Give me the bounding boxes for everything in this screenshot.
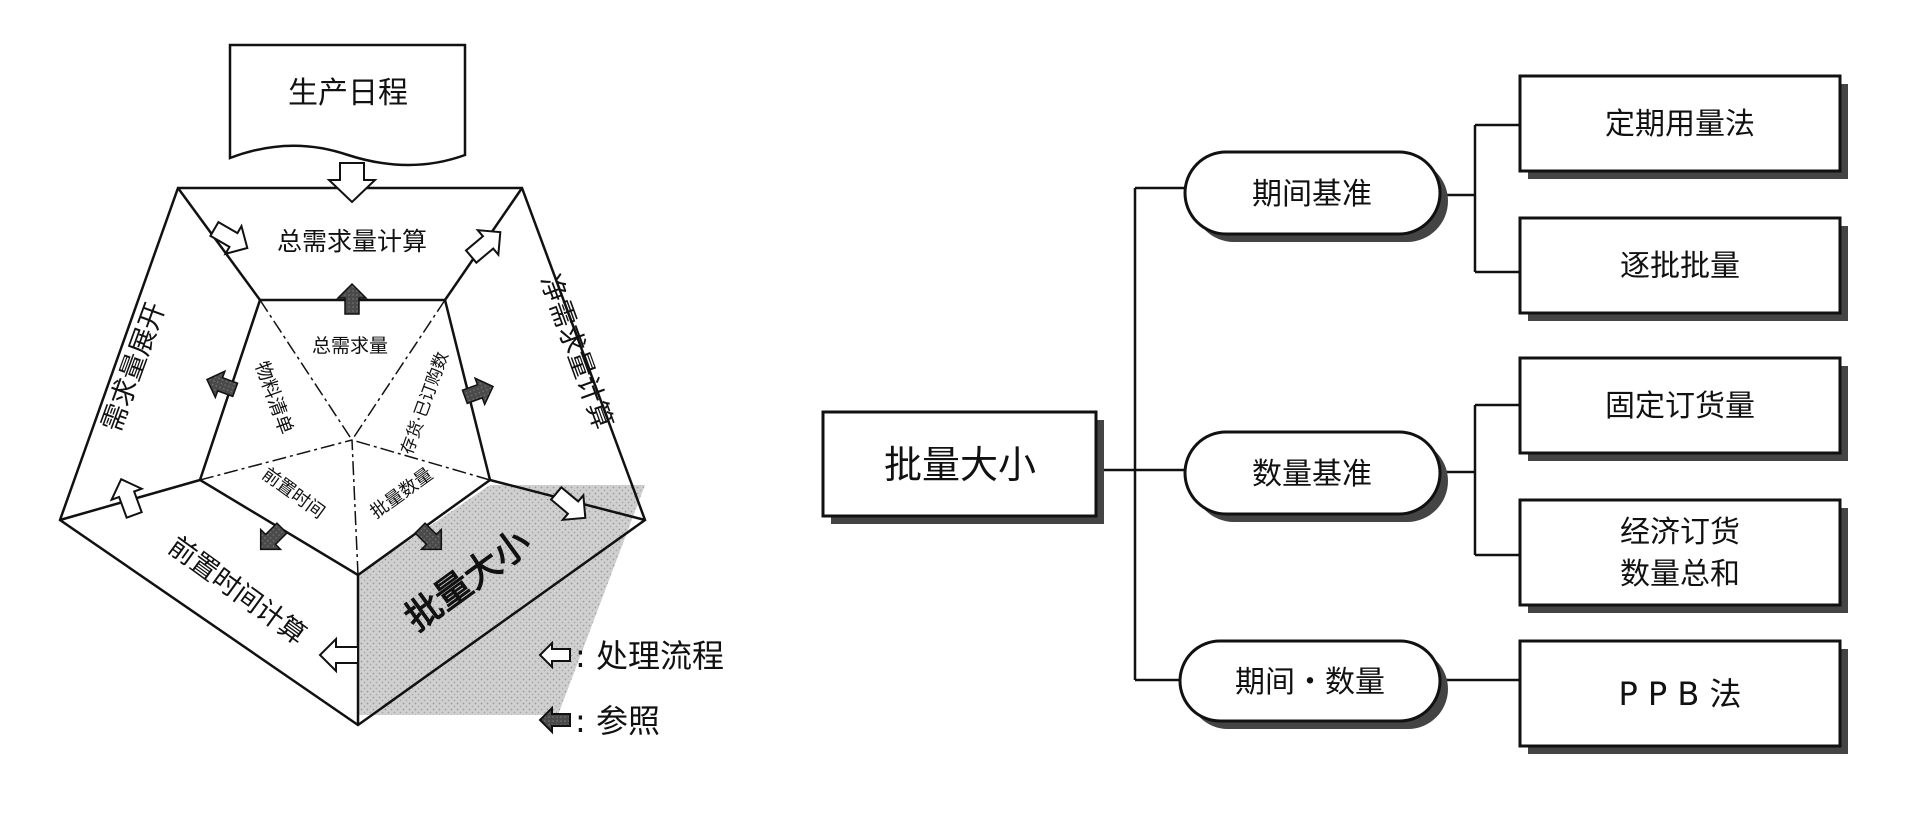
reference-arrow-icon bbox=[461, 376, 495, 407]
reference-arrow-icon bbox=[414, 522, 443, 551]
schedule-down-arrow-icon bbox=[326, 162, 378, 204]
fixed-period-label: 定期用量法 bbox=[1605, 107, 1755, 142]
period-basis-label: 期间基准 bbox=[1252, 177, 1372, 212]
lot-for-lot-box bbox=[1518, 216, 1842, 315]
process-flow-legend-icon bbox=[538, 640, 571, 670]
reference-arrow-icon bbox=[336, 282, 368, 315]
schedule-label: 生产日程 bbox=[288, 76, 408, 111]
process-arrows bbox=[109, 220, 587, 674]
fixed-order-box bbox=[1518, 356, 1842, 455]
lot-size-tree: 批量大小 期间基准 数量基准 期间・数量 定期用量法 逐批批量 固定订货量 经济… bbox=[821, 74, 1844, 750]
root-label: 批量大小 bbox=[884, 443, 1036, 487]
legend: : 处理流程 : 参照 bbox=[538, 637, 724, 740]
period-basis-box bbox=[1183, 150, 1442, 236]
eoq-label-line1: 经济订货 bbox=[1620, 515, 1740, 550]
period-quantity-label: 期间・数量 bbox=[1235, 665, 1385, 700]
tree-connectors bbox=[1100, 123, 1520, 682]
gross-calc-label: 总需求量计算 bbox=[277, 227, 427, 256]
schedule-document bbox=[228, 43, 467, 167]
lot-for-lot-label: 逐批批量 bbox=[1620, 249, 1740, 284]
eoq-box bbox=[1518, 498, 1842, 607]
fixed-order-label: 固定订货量 bbox=[1605, 389, 1755, 424]
process-arrow-icon bbox=[109, 477, 145, 519]
process-arrow-icon bbox=[549, 485, 587, 522]
ppb-box bbox=[1518, 639, 1842, 748]
quantity-basis-box bbox=[1183, 430, 1442, 516]
leadtime-calc-label: 前置时间计算 bbox=[162, 531, 311, 651]
lot-size-section bbox=[358, 485, 645, 715]
inner-lotqty-label: 批量数量 bbox=[366, 464, 437, 523]
reference-legend-icon bbox=[538, 705, 571, 735]
quantity-basis-label: 数量基准 bbox=[1252, 457, 1372, 492]
inner-spokes bbox=[199, 299, 491, 576]
process-flow-legend-label: : 处理流程 bbox=[575, 637, 724, 675]
inner-gross-label: 总需求量 bbox=[312, 335, 388, 357]
net-calc-label: 净需求量计算 bbox=[534, 271, 619, 434]
process-arrow-icon bbox=[209, 220, 249, 256]
fixed-period-box bbox=[1518, 74, 1842, 173]
mrp-pentagon: 生产日程 总需求量计算 净需求量计算 需求量展开 前置时间计算 批量大小 总需求… bbox=[58, 43, 647, 727]
reference-arrows bbox=[205, 282, 495, 551]
ppb-label: P P B 法 bbox=[1618, 675, 1741, 713]
root-box bbox=[821, 410, 1098, 518]
outer-pentagon bbox=[58, 186, 647, 727]
reference-legend-label: : 参照 bbox=[575, 702, 660, 740]
process-arrow-icon bbox=[464, 228, 502, 265]
reference-arrow-icon bbox=[205, 369, 239, 400]
inner-bom-label: 物料清单 bbox=[250, 358, 297, 437]
period-quantity-box bbox=[1178, 639, 1442, 723]
eoq-label-line2: 数量总和 bbox=[1620, 557, 1740, 592]
process-arrow-icon bbox=[318, 636, 359, 674]
reference-arrow-icon bbox=[259, 522, 288, 551]
inner-leadtime-label: 前置时间 bbox=[258, 464, 329, 523]
explosion-label: 需求量展开 bbox=[96, 298, 171, 435]
inner-inventory-label: 存货·已订购数 bbox=[398, 349, 454, 457]
